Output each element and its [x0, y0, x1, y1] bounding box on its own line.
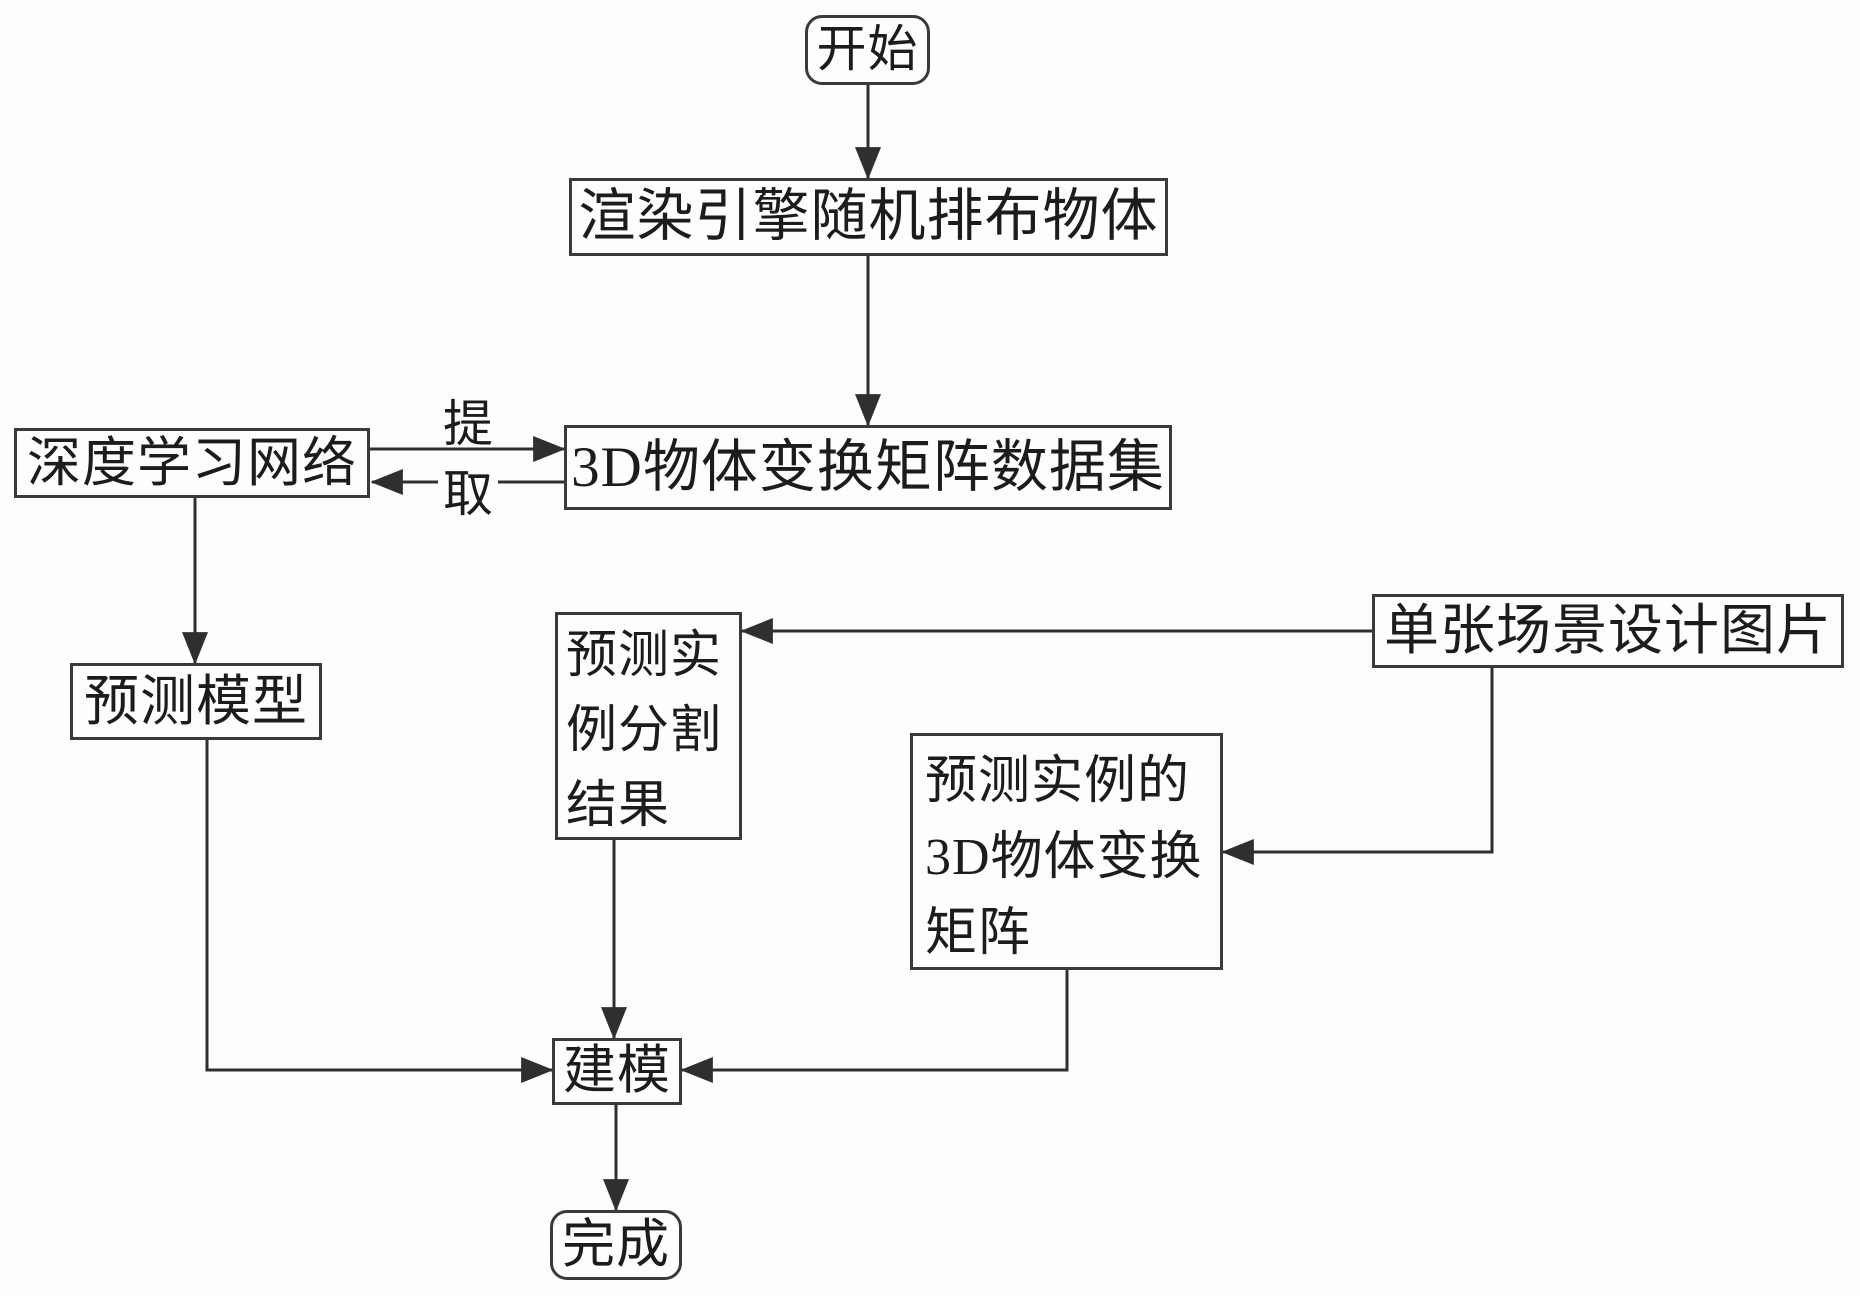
node-instance-transform-matrix: 预测实例的 3D物体变换 矩阵: [910, 733, 1223, 970]
node-start: 开始: [805, 15, 930, 85]
node-deep-learning-network: 深度学习网络: [14, 428, 370, 498]
edge-label-extract-top: 提: [438, 392, 498, 452]
node-3d-transform-matrix-dataset: 3D物体变换矩阵数据集: [564, 425, 1172, 510]
node-render-engine: 渲染引擎随机排布物体: [569, 178, 1168, 256]
edge-label-extract-bottom: 取: [438, 462, 498, 522]
edge-transform-to-modeling: [680, 970, 1069, 1083]
node-scene-design-image: 单张场景设计图片: [1372, 594, 1844, 668]
edge-model-to-modeling: [205, 740, 554, 1083]
node-finish: 完成: [550, 1210, 682, 1280]
node-modeling: 建模: [552, 1038, 682, 1105]
node-instance-segmentation-result: 预测实 例分割 结果: [555, 612, 742, 840]
edge-scene-to-transform: [1221, 668, 1494, 865]
node-prediction-model: 预测模型: [70, 663, 322, 740]
